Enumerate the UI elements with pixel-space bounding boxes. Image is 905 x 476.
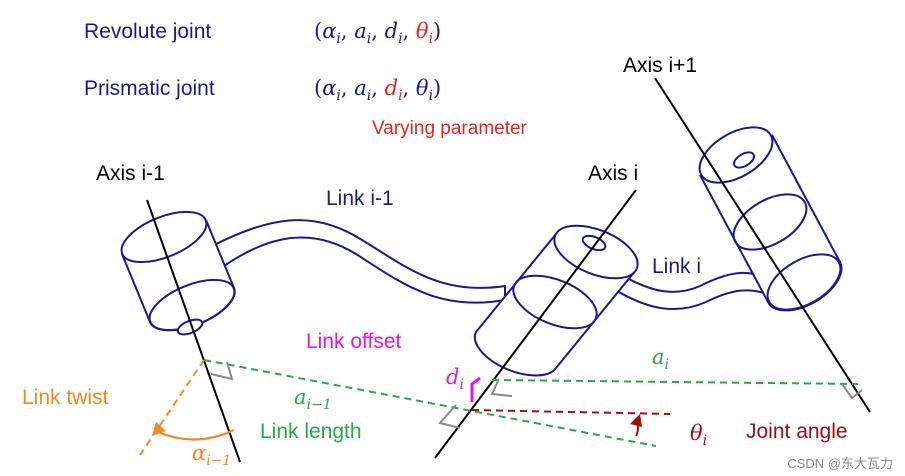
x-axis-extension-line <box>471 409 671 415</box>
svg-text:(αi, ai, di, θi): (αi, ai, di, θi) <box>314 19 441 47</box>
joint-angle-label: Joint angle <box>746 420 848 443</box>
varying-parameter-label: Varying parameter <box>372 118 528 139</box>
d-i-symbol: di <box>446 365 464 393</box>
link-length-label: Link length <box>260 420 362 443</box>
axis-i-minus-1-label: Axis i-1 <box>96 162 165 185</box>
alpha-i-minus-1-symbol: αi−1 <box>192 441 231 469</box>
link-twist-arrowhead <box>152 422 166 436</box>
right-angle-markers <box>210 361 863 429</box>
link-length-line-i-minus-1 <box>203 359 657 447</box>
link-offset-label: Link offset <box>306 330 402 353</box>
link-i-label: Link i <box>652 255 701 278</box>
link-i-minus-1-label: Link i-1 <box>326 187 394 210</box>
axis-i-minus-1-line <box>146 199 241 463</box>
revolute-joint-label: Revolute joint <box>84 20 211 43</box>
axis-i-label: Axis i <box>588 162 638 185</box>
link-twist-label: Link twist <box>22 386 109 409</box>
cylinder-axis-i-minus-1 <box>120 210 236 336</box>
a-i-minus-1-symbol: ai−1 <box>294 385 332 413</box>
cylinder-axis-i-plus-1 <box>698 126 843 312</box>
a-i-symbol: ai <box>652 345 669 373</box>
prismatic-tuple: (αi, ai, di, θi) <box>314 76 441 104</box>
cylinder-axis-i <box>473 224 639 377</box>
axis-i-line <box>434 189 637 459</box>
joint-angle-arrowhead <box>630 414 642 427</box>
link-i-minus-1-body <box>210 219 506 304</box>
theta-i-symbol: θi <box>690 421 707 449</box>
watermark: CSDN @东大瓦力 <box>787 456 893 471</box>
svg-text:(αi, ai, di, θi): (αi, ai, di, θi) <box>314 76 441 104</box>
link-length-line-i <box>491 379 859 385</box>
axis-i-plus-1-line <box>654 77 871 413</box>
prismatic-joint-label: Prismatic joint <box>84 77 215 100</box>
axis-i-plus-1-label: Axis i+1 <box>623 54 697 77</box>
revolute-tuple: (αi, ai, di, θi) <box>314 19 441 47</box>
link-offset-marker <box>470 376 481 402</box>
link-twist-arc <box>157 429 235 441</box>
